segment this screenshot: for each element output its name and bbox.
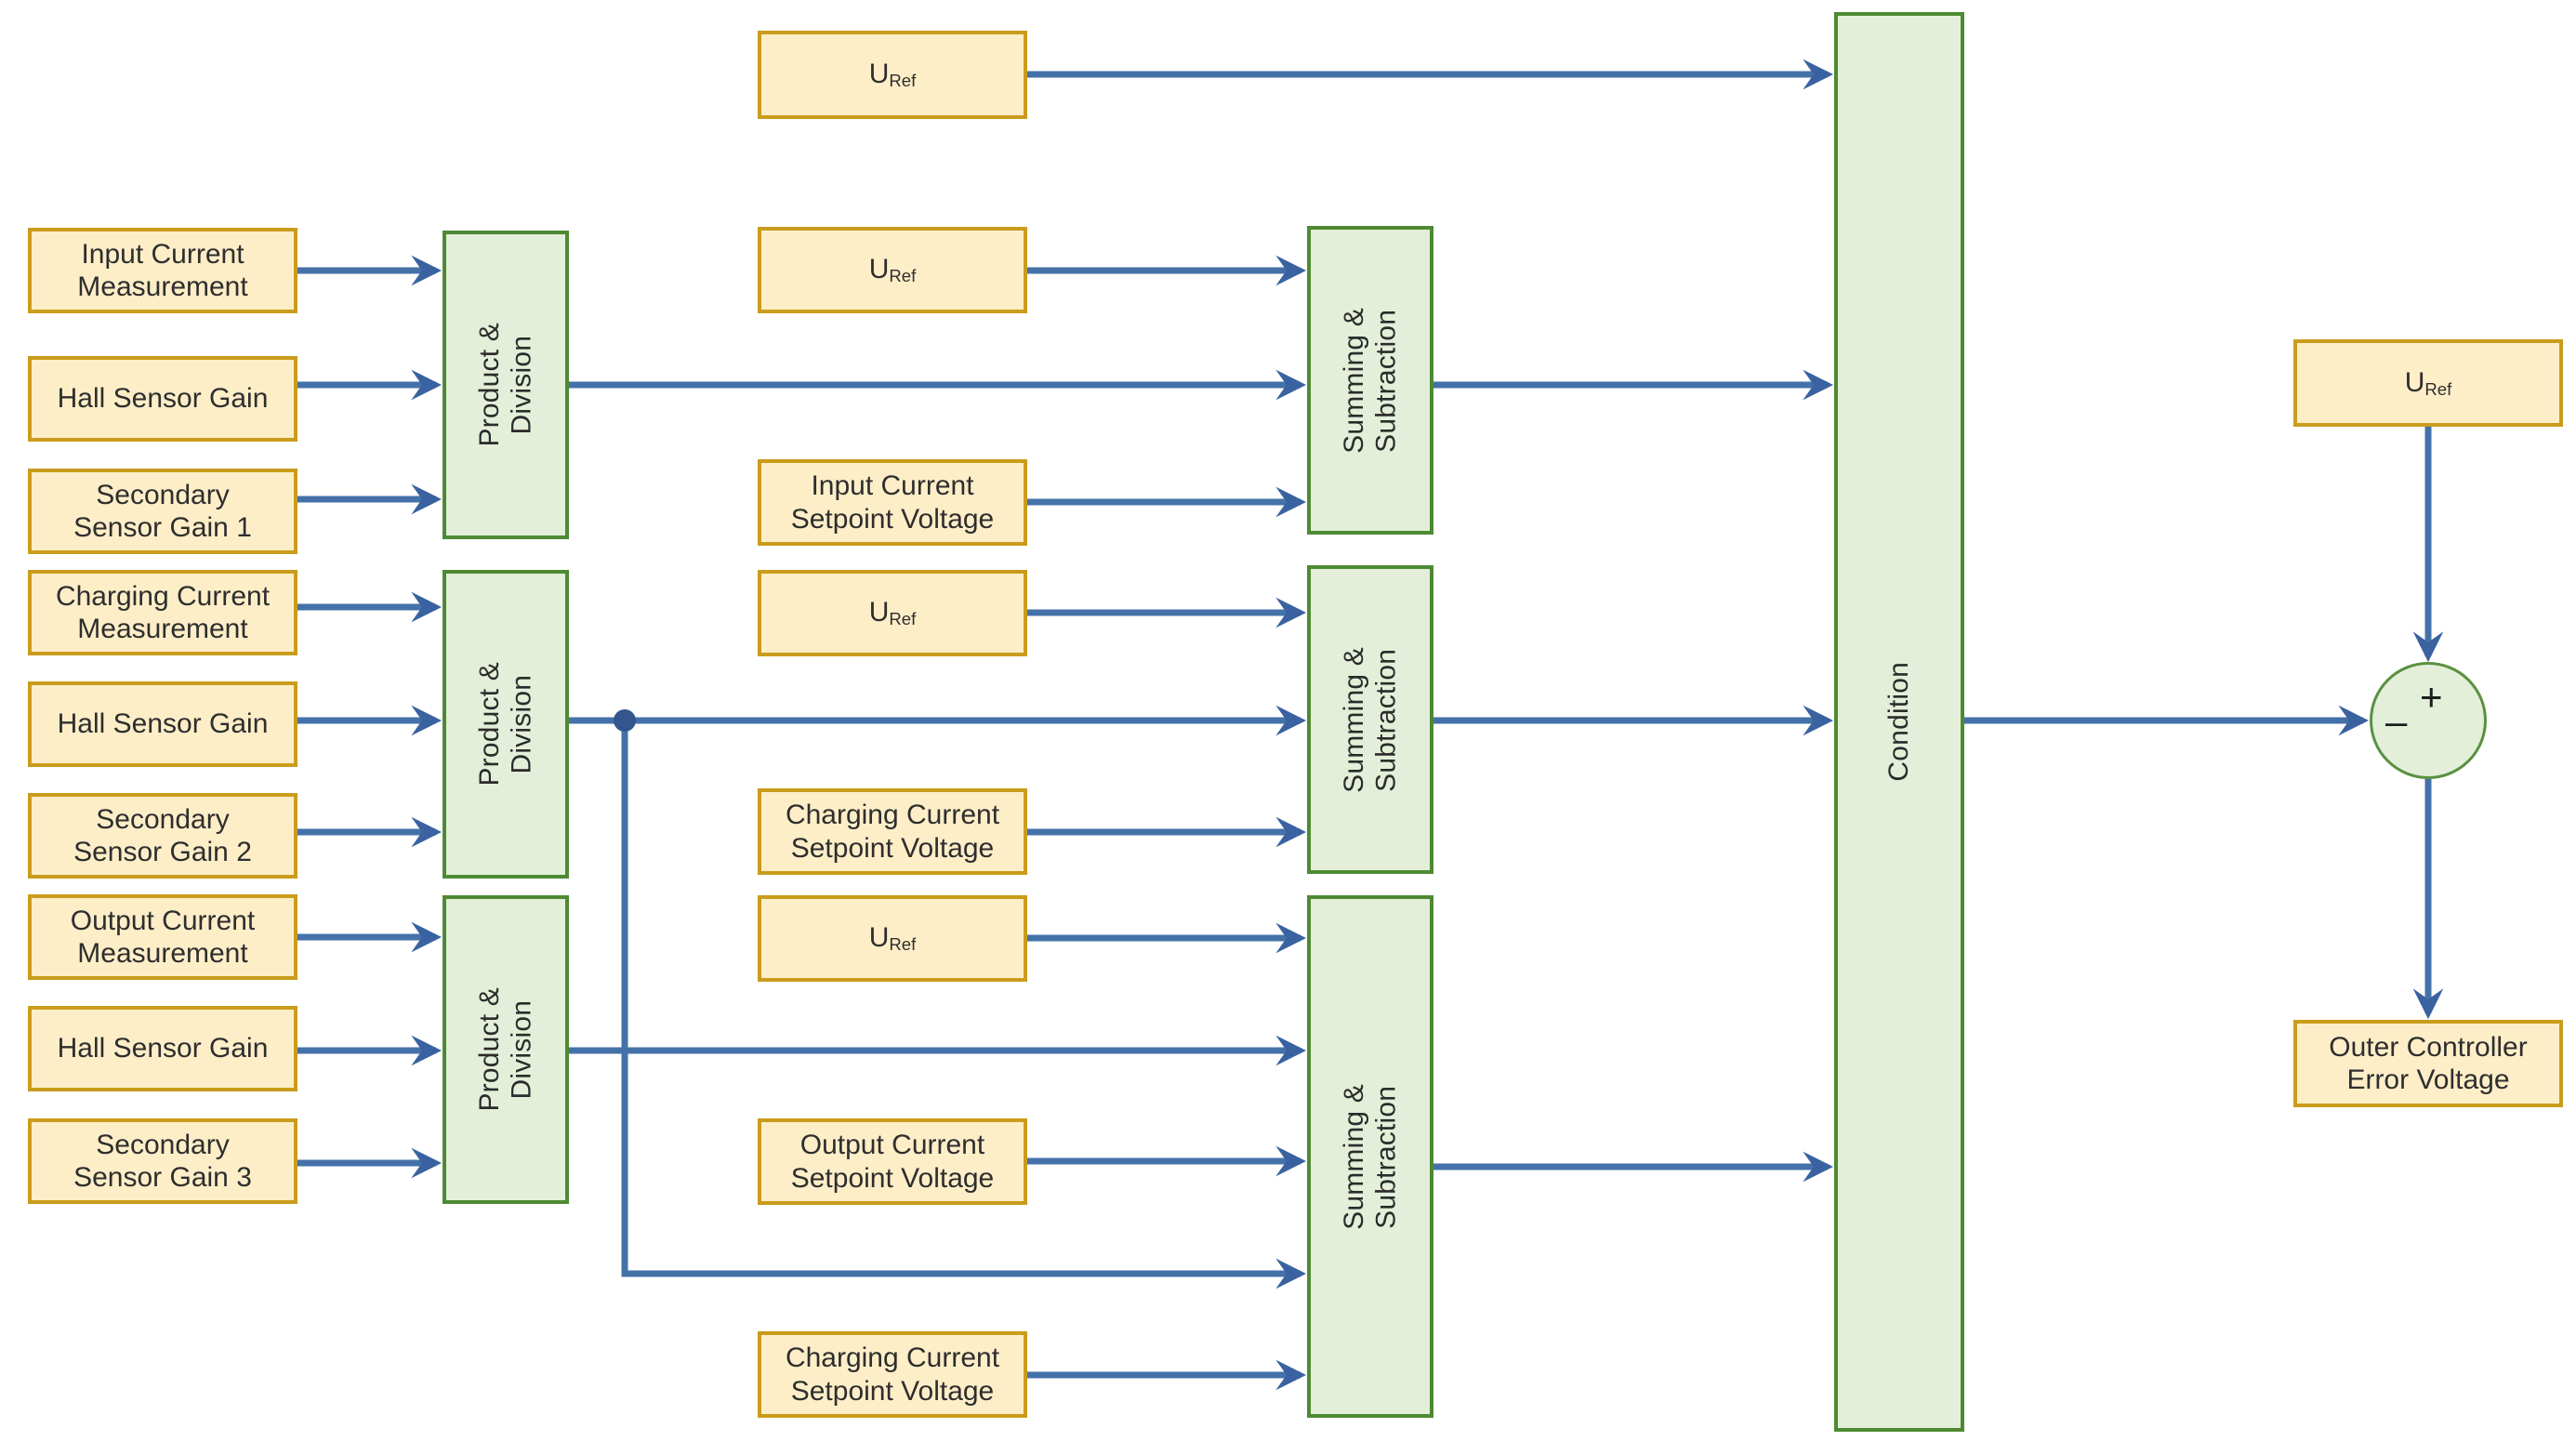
hall-sensor-gain-1-box[interactable]: Hall Sensor Gain <box>28 356 297 442</box>
branch-dot <box>614 709 636 732</box>
summing-subtraction-block-3[interactable]: Summing & Subtraction <box>1307 895 1433 1418</box>
output-current-measurement-label: Output Current Measurement <box>70 905 256 969</box>
uref-right-box[interactable]: URef <box>2293 339 2563 427</box>
product-division-block-1[interactable]: Product & Division <box>443 231 569 539</box>
summing-subtraction-label-3: Summing & Subtraction <box>1338 1083 1402 1230</box>
summing-subtraction-label-2: Summing & Subtraction <box>1338 646 1402 793</box>
uref-mid-3-box[interactable]: URef <box>758 895 1027 982</box>
product-division-label-1: Product & Division <box>473 323 537 447</box>
input-current-measurement-label: Input Current Measurement <box>77 238 248 302</box>
product-division-block-2[interactable]: Product & Division <box>443 570 569 879</box>
charging-current-setpoint-voltage-1-box[interactable]: Charging Current Setpoint Voltage <box>758 788 1027 875</box>
secondary-sensor-gain-2-label: Secondary Sensor Gain 2 <box>73 803 252 867</box>
minus-sign: – <box>2385 699 2408 743</box>
input-current-measurement-box[interactable]: Input Current Measurement <box>28 228 297 313</box>
product-division-block-3[interactable]: Product & Division <box>443 895 569 1204</box>
outer-controller-error-voltage-label: Outer Controller Error Voltage <box>2329 1031 2528 1095</box>
product-division-label-3: Product & Division <box>473 987 537 1112</box>
secondary-sensor-gain-1-box[interactable]: Secondary Sensor Gain 1 <box>28 469 297 554</box>
uref-mid-3-label: URef <box>868 922 917 955</box>
uref-mid-1-box[interactable]: URef <box>758 227 1027 313</box>
condition-label: Condition <box>1882 662 1914 782</box>
input-current-setpoint-voltage-label: Input Current Setpoint Voltage <box>790 470 995 535</box>
charging-current-setpoint-voltage-2-box[interactable]: Charging Current Setpoint Voltage <box>758 1331 1027 1418</box>
product-division-label-2: Product & Division <box>473 662 537 787</box>
summing-subtraction-label-1: Summing & Subtraction <box>1338 307 1402 454</box>
uref-top-label: URef <box>868 59 917 91</box>
summing-subtraction-block-2[interactable]: Summing & Subtraction <box>1307 565 1433 874</box>
uref-mid-2-box[interactable]: URef <box>758 570 1027 656</box>
output-current-measurement-box[interactable]: Output Current Measurement <box>28 894 297 980</box>
uref-top-box[interactable]: URef <box>758 31 1027 119</box>
output-current-setpoint-voltage-label: Output Current Setpoint Voltage <box>790 1130 995 1194</box>
charging-current-measurement-box[interactable]: Charging Current Measurement <box>28 570 297 655</box>
outer-controller-error-voltage-box[interactable]: Outer Controller Error Voltage <box>2293 1020 2563 1107</box>
plus-sign: + <box>2420 675 2443 719</box>
output-current-setpoint-voltage-box[interactable]: Output Current Setpoint Voltage <box>758 1118 1027 1205</box>
charging-current-setpoint-voltage-2-label: Charging Current Setpoint Voltage <box>785 1342 1000 1407</box>
summing-subtraction-block-1[interactable]: Summing & Subtraction <box>1307 226 1433 535</box>
hall-sensor-gain-3-box[interactable]: Hall Sensor Gain <box>28 1006 297 1091</box>
secondary-sensor-gain-1-label: Secondary Sensor Gain 1 <box>73 479 252 543</box>
charging-current-setpoint-voltage-1-label: Charging Current Setpoint Voltage <box>785 800 1000 864</box>
summing-junction[interactable]: + – <box>2370 662 2487 779</box>
secondary-sensor-gain-3-label: Secondary Sensor Gain 3 <box>73 1129 252 1193</box>
hall-sensor-gain-2-box[interactable]: Hall Sensor Gain <box>28 681 297 767</box>
uref-mid-2-label: URef <box>868 597 917 629</box>
hall-sensor-gain-1-label: Hall Sensor Gain <box>57 383 269 415</box>
charging-current-measurement-label: Charging Current Measurement <box>55 580 271 644</box>
condition-block[interactable]: Condition <box>1834 12 1964 1432</box>
input-current-setpoint-voltage-box[interactable]: Input Current Setpoint Voltage <box>758 459 1027 546</box>
hall-sensor-gain-3-label: Hall Sensor Gain <box>57 1033 269 1064</box>
hall-sensor-gain-2-label: Hall Sensor Gain <box>57 708 269 740</box>
secondary-sensor-gain-2-box[interactable]: Secondary Sensor Gain 2 <box>28 793 297 879</box>
uref-right-label: URef <box>2404 366 2452 400</box>
secondary-sensor-gain-3-box[interactable]: Secondary Sensor Gain 3 <box>28 1118 297 1204</box>
uref-mid-1-label: URef <box>868 254 917 286</box>
